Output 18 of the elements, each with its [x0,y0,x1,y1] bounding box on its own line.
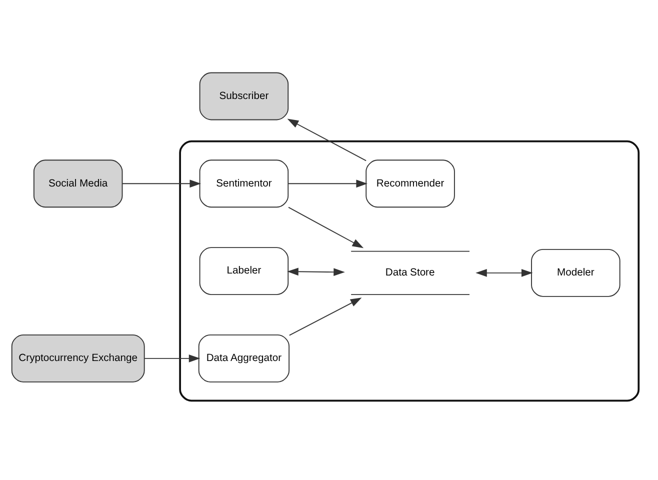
arrow [144,354,200,362]
arrow [288,206,364,248]
node-box: Cryptocurrency Exchange [11,334,145,382]
node-box: Modeler [531,248,620,296]
arrow [122,179,201,188]
arrow [287,118,367,161]
arrow [476,268,533,276]
node-box: Subscriber [199,72,289,120]
arrow [287,267,345,276]
node-box: Social Media [33,159,123,208]
node-box: Labeler [199,246,289,294]
node-box: Recommender [366,159,455,208]
arrow [288,297,362,336]
node-box: Data Aggregator [198,334,290,382]
node-box: Sentimentor [199,159,289,208]
arrow [288,179,368,188]
node-text: Data Store [385,267,435,278]
cluster [179,140,640,402]
